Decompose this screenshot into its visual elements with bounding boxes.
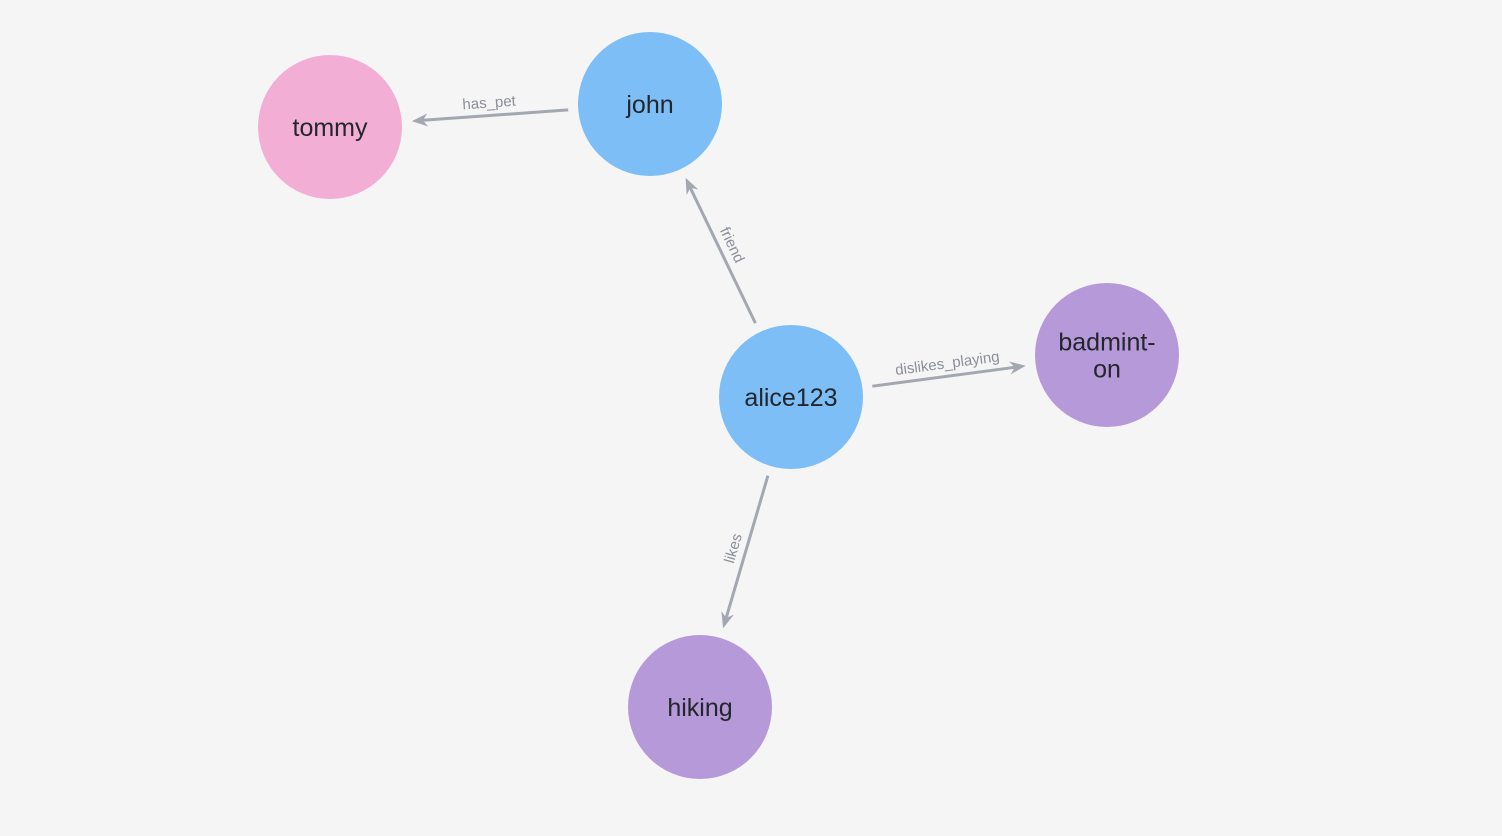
edge-arrowhead-icon (721, 611, 734, 629)
edge-line[interactable] (724, 475, 770, 619)
edge-label: has_pet (462, 93, 517, 114)
edge-line[interactable] (872, 365, 1015, 388)
node-hiking[interactable]: hiking (628, 635, 772, 779)
node-circle[interactable] (1035, 283, 1179, 427)
node-badminton[interactable]: badmint-on (1035, 283, 1179, 427)
node-john[interactable]: john (578, 32, 722, 176)
edge-has_pet[interactable]: has_pet (411, 93, 569, 127)
edge-line[interactable] (422, 108, 569, 122)
edge-arrowhead-icon (411, 113, 429, 127)
node-circle[interactable] (628, 635, 772, 779)
edge-line[interactable] (688, 187, 757, 324)
node-circle[interactable] (578, 32, 722, 176)
node-circle[interactable] (719, 325, 863, 469)
edge-likes[interactable]: likes (721, 475, 770, 629)
node-tommy[interactable]: tommy (258, 55, 402, 199)
node-alice123[interactable]: alice123 (719, 325, 863, 469)
edge-arrowhead-icon (685, 177, 699, 196)
edge-arrowhead-icon (1009, 361, 1026, 375)
node-circle[interactable] (258, 55, 402, 199)
